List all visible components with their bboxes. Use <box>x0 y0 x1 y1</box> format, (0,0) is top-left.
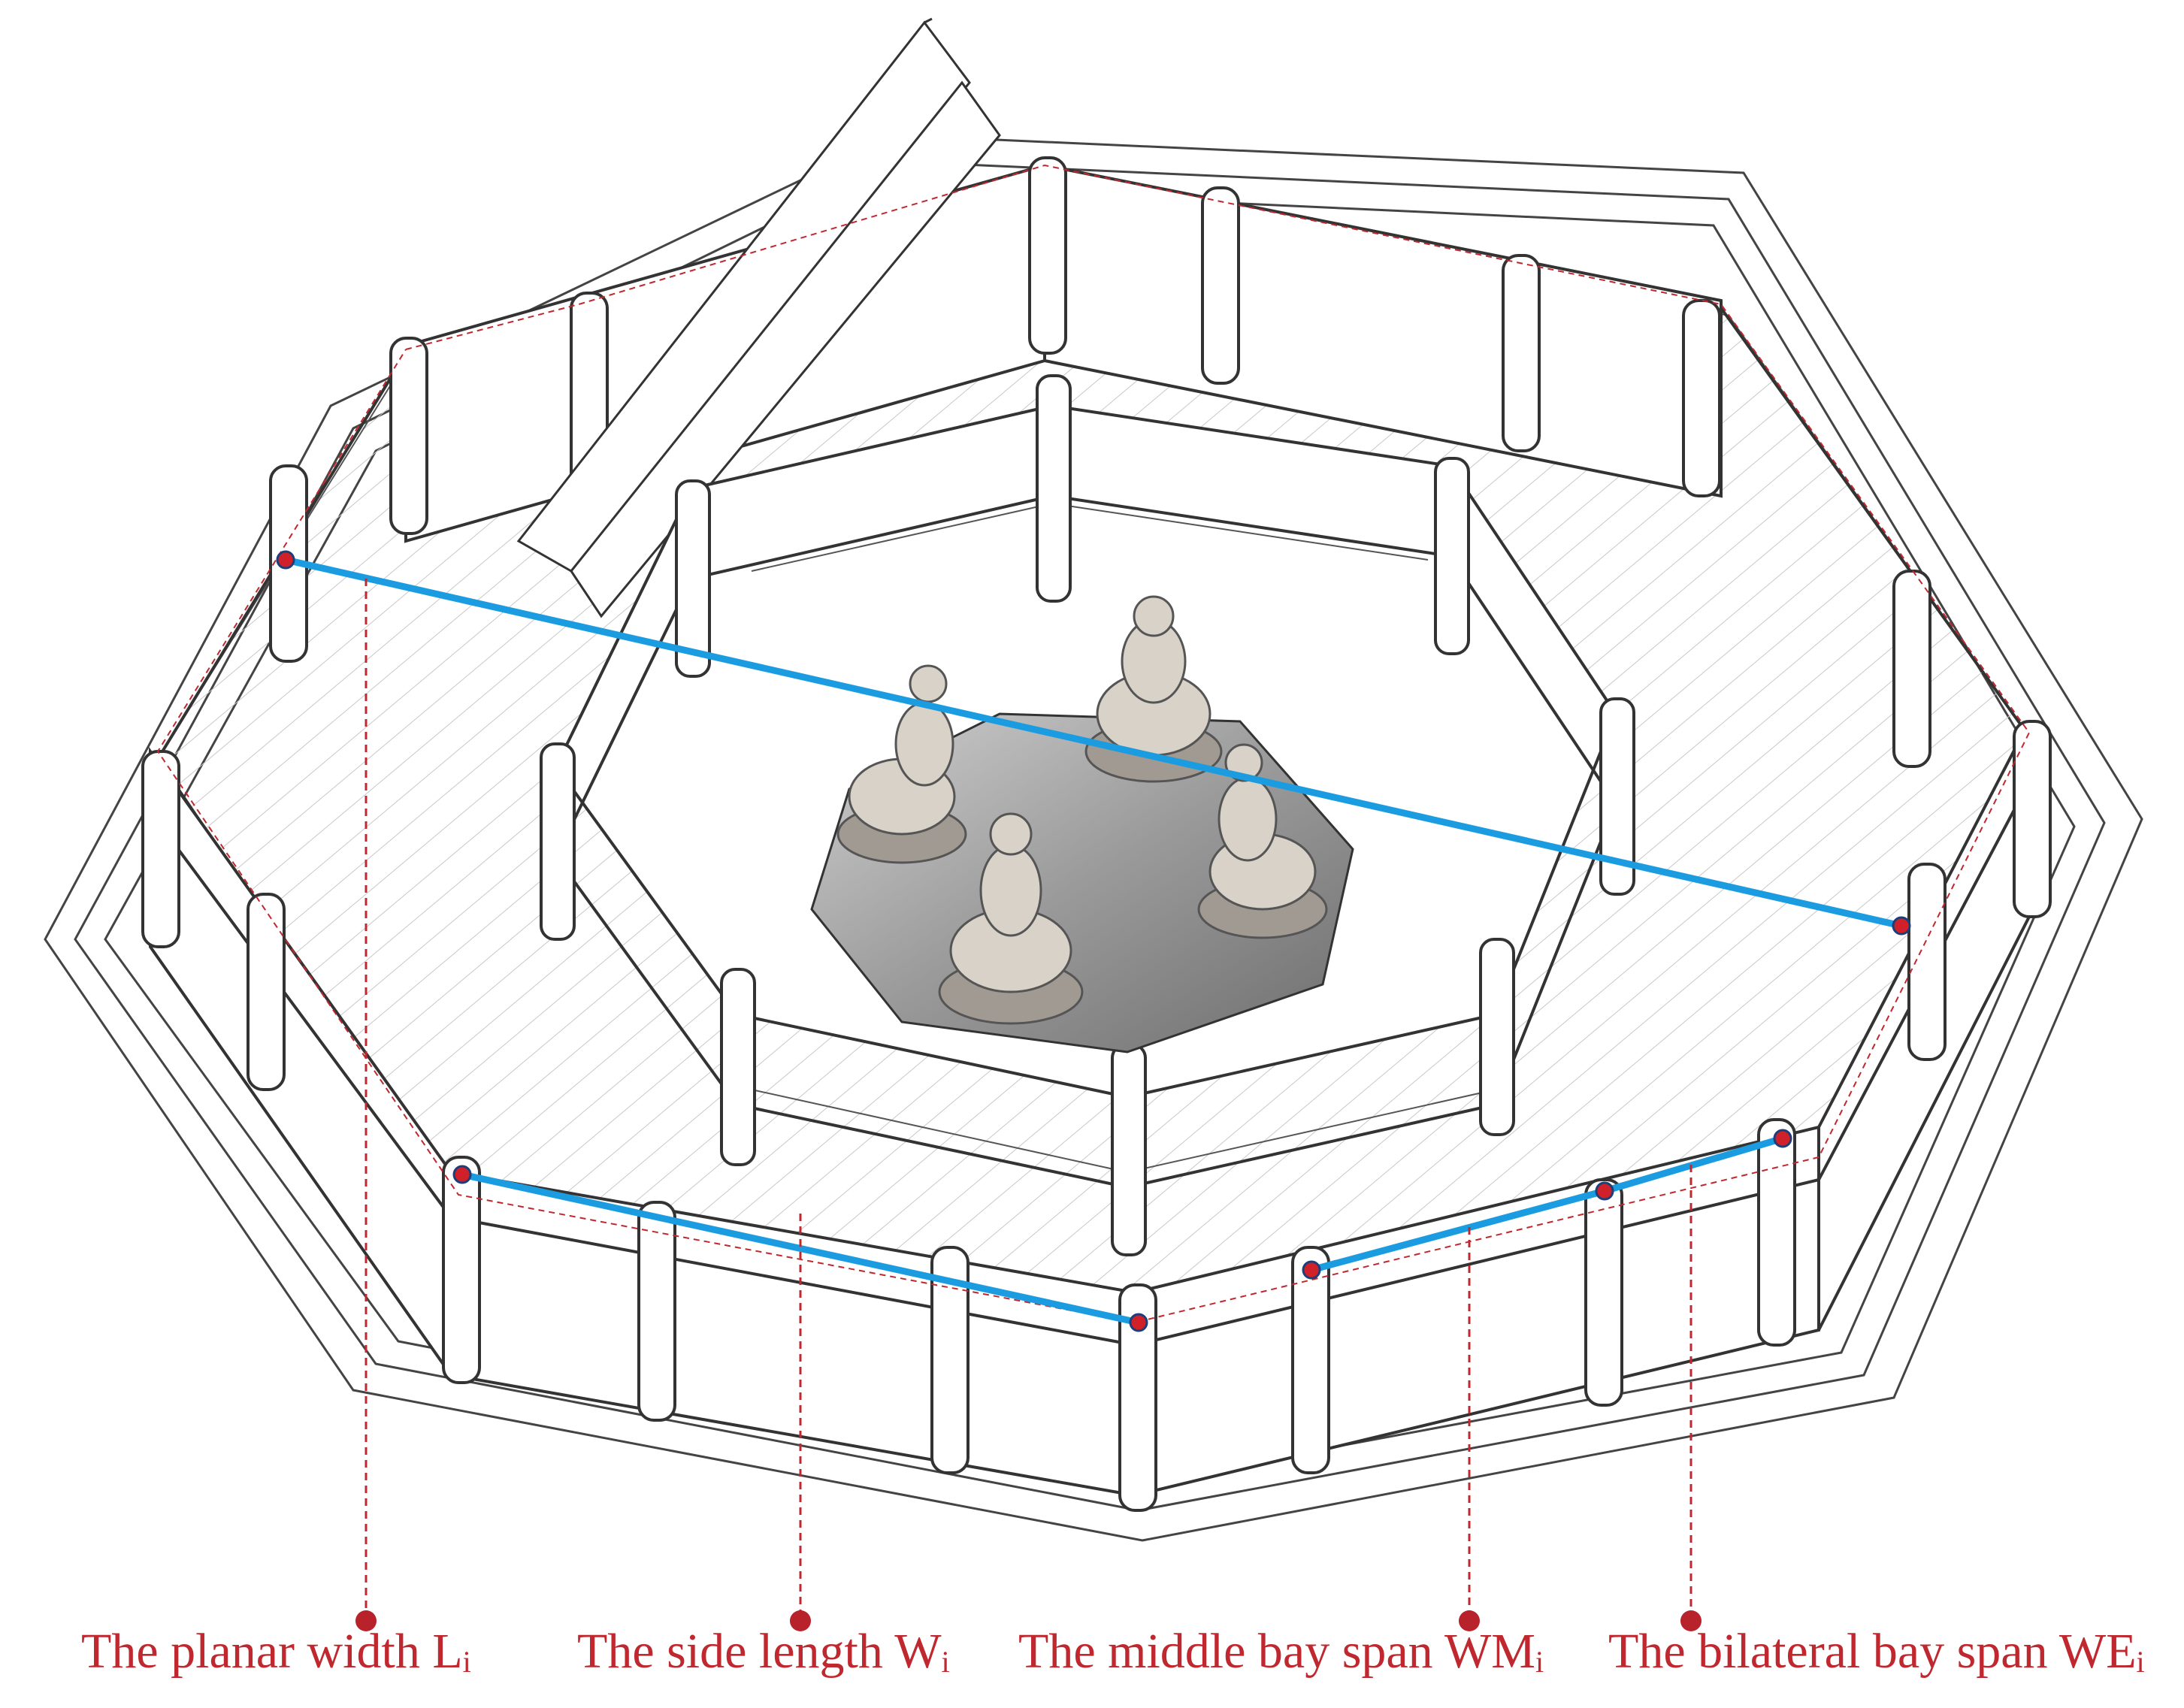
label-side-length-text: The side length W <box>577 1624 942 1679</box>
point-middle-end <box>1595 1181 1614 1201</box>
statue-front <box>938 812 1084 1025</box>
leader-lines <box>365 579 1692 1616</box>
leader-dots <box>355 1610 1702 1631</box>
bilateral-bay-span-line <box>1601 1135 1786 1195</box>
column-axis-outline <box>156 164 2031 1324</box>
outer-columns <box>141 156 2052 1512</box>
point-side-start <box>452 1165 472 1184</box>
label-planar-width: The planar width Li <box>81 1627 471 1677</box>
label-bilateral-bay-span-text: The bilateral bay span WE <box>1608 1624 2137 1679</box>
leader-dot-side-length <box>790 1610 811 1631</box>
side-length-line <box>458 1171 1142 1326</box>
label-bilateral-bay-span: The bilateral bay span WEi <box>1608 1627 2145 1677</box>
point-planar-end <box>1892 916 1911 936</box>
label-bilateral-bay-span-sub: i <box>2136 1645 2145 1679</box>
leader-dot-planar-width <box>355 1610 377 1631</box>
middle-bay-span-line <box>1308 1187 1608 1274</box>
point-bilateral-end <box>1773 1129 1792 1148</box>
buddha-statues <box>836 595 1328 1025</box>
planar-width-line <box>282 556 1905 930</box>
measurement-points <box>276 550 1911 1332</box>
leader-dot-middle-bay <box>1459 1610 1480 1631</box>
point-planar-start <box>276 550 295 570</box>
measurement-lines <box>282 556 1905 1326</box>
label-middle-bay-span: The middle bay span WMi <box>1018 1627 1544 1677</box>
label-side-length-sub: i <box>941 1645 950 1679</box>
statue-right <box>1197 743 1328 939</box>
label-side-length: The side length Wi <box>577 1627 950 1677</box>
statue-back <box>1084 595 1223 783</box>
point-middle-start <box>1302 1260 1321 1280</box>
label-middle-bay-span-text: The middle bay span WM <box>1018 1624 1535 1679</box>
label-planar-width-text: The planar width L <box>81 1624 463 1679</box>
label-planar-width-sub: i <box>462 1645 471 1679</box>
staircase <box>516 17 1001 618</box>
leader-dot-bilateral-bay <box>1680 1610 1702 1631</box>
label-middle-bay-span-sub: i <box>1535 1645 1544 1679</box>
point-side-end <box>1129 1313 1148 1332</box>
statue-left <box>836 664 967 864</box>
